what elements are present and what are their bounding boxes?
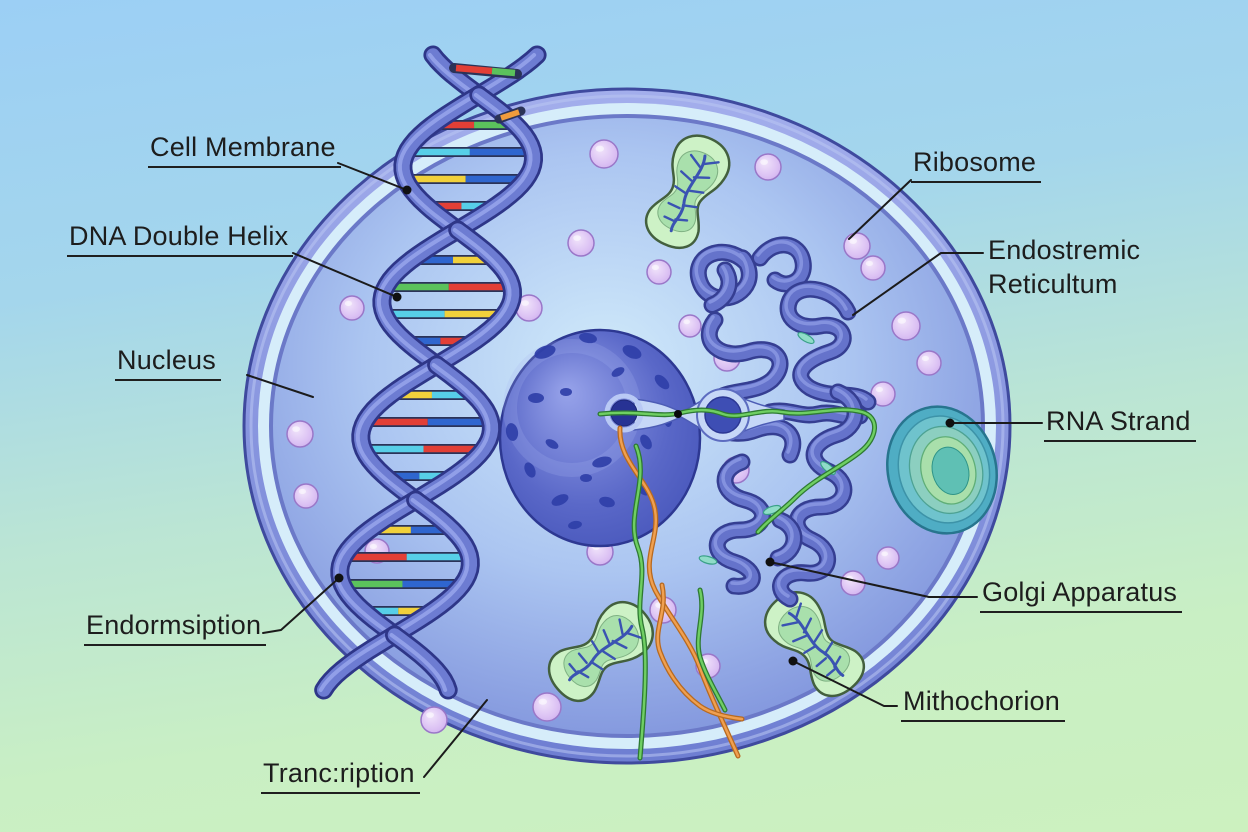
nucleus [498,328,702,548]
leader-endostremic-reticultum [852,252,984,316]
leader-rna-strand [945,418,1043,428]
ribosome-dot [286,420,314,448]
leader-endormsiption [262,573,344,634]
dna-double-helix [314,45,547,700]
label-endostremic-line1: Endostremic [988,235,1141,265]
label-trancription: Tranc:ription [261,757,420,795]
label-ribosome: Ribosome [911,146,1042,184]
leader-mithochorion [788,656,898,707]
ribosome-dot [515,294,543,322]
teal-stacked-organelle [886,405,998,535]
ribosome-dot [420,706,448,734]
leader-trancription [423,699,488,778]
er-speck [762,504,782,516]
ribosome-dot [589,139,619,169]
leader-ribosome [848,179,912,240]
leader-dna-double-helix [292,252,402,302]
leader-golgi-apparatus [765,557,978,598]
label-endostremic-line2: Reticultum [988,269,1118,299]
label-golgi-apparatus: Golgi Apparatus [980,576,1183,614]
leader-nucleus [246,374,314,398]
er-speck [797,331,815,345]
ribosome-dot [876,546,900,570]
mitochondrion-3 [763,591,866,698]
label-rna-strand: RNA Strand [1044,405,1196,443]
ribosome-dot [916,350,942,376]
leader-lines [246,162,1043,778]
label-dna-double-helix: DNA Double Helix [67,220,294,258]
ribosome-dot [646,259,672,285]
ribosome-dot [567,229,595,257]
leader-cell-membrane [337,162,412,195]
rna-strands [597,407,877,761]
mitochondrion-1 [644,134,731,249]
label-cell-membrane: Cell Membrane [148,131,341,169]
ribosome-dot [860,255,886,281]
ribosome-dot [293,483,319,509]
label-endostremic-reticultum: Endostremic Reticultum [988,233,1140,301]
ribosome-dot [891,311,921,341]
label-endormsiption: Endormsiption [84,609,267,647]
er-speck [698,555,718,565]
ribosome-dot [339,295,365,321]
ribosome-dot [532,692,562,722]
label-mithochorion: Mithochorion [901,685,1065,723]
ribosome-dot [843,232,871,260]
mitochondrion-2 [547,600,654,703]
label-nucleus: Nucleus [115,344,221,382]
ribosome-dot [678,314,702,338]
ribosome-dot [754,153,782,181]
